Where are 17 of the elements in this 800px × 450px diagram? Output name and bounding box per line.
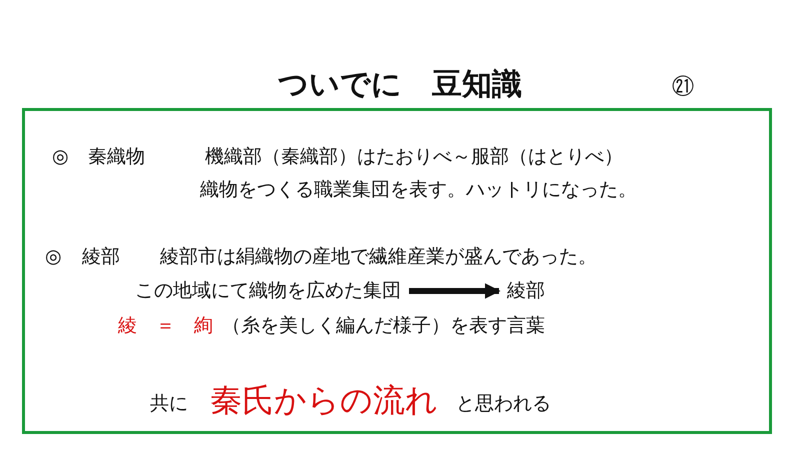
body-text: 織物をつくる職業集団を表す。ハットリになった。 xyxy=(200,178,637,202)
heading-text: 綾部 xyxy=(82,246,120,268)
body-text: （糸を美しく編んだ様子）を表す言葉 xyxy=(222,314,545,338)
arrow xyxy=(409,283,501,299)
body-text: この地域にて織物を広めた集団 xyxy=(135,280,401,302)
heading-text: 秦織物 xyxy=(88,146,145,168)
body-text: 綾部 xyxy=(507,280,545,302)
highlighted-text: 綾 ＝ 絢 xyxy=(118,314,213,338)
body-text: 機織部（秦織部）はたおりべ～服部（はとりべ） xyxy=(205,146,623,168)
body-text: 共に xyxy=(150,392,188,416)
body-text: と思われる xyxy=(456,392,551,416)
body-text: 綾部市は絹織物の産地で繊維産業が盛んであった。 xyxy=(160,246,597,268)
page-number: ㉑ xyxy=(672,74,694,102)
highlighted-text: 秦氏からの流れ xyxy=(210,380,438,420)
bullet-mark: ◎ xyxy=(45,246,62,268)
bullet-mark: ◎ xyxy=(52,146,69,168)
slide-title: ついでに 豆知識 xyxy=(278,67,522,103)
